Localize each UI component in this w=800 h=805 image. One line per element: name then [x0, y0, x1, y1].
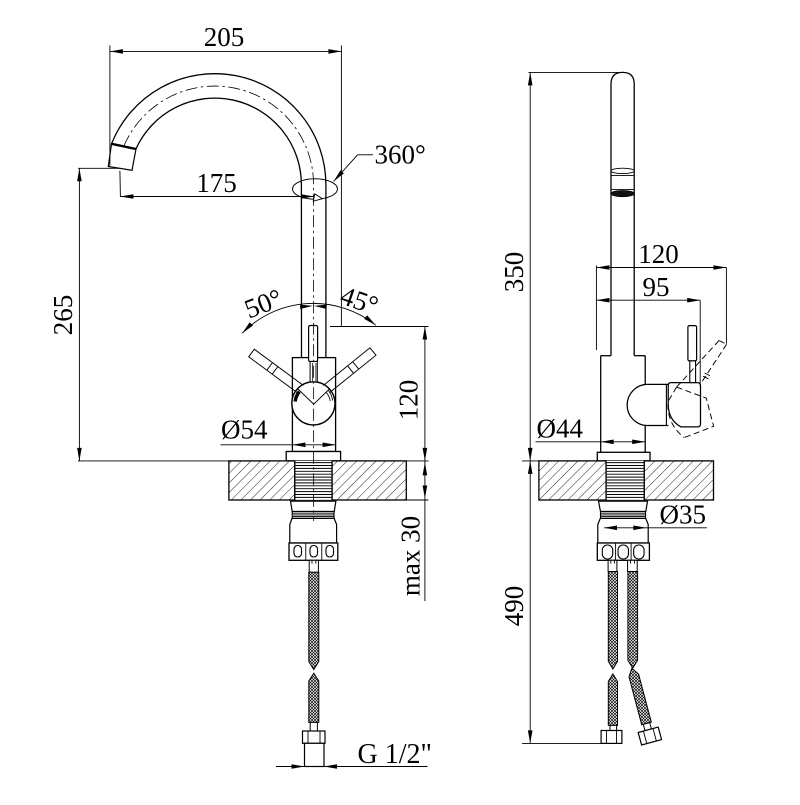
svg-text:360°: 360°: [375, 140, 426, 170]
svg-text:265: 265: [48, 295, 78, 336]
svg-text:Ø54: Ø54: [221, 415, 268, 445]
svg-text:490: 490: [499, 586, 529, 627]
svg-text:Ø44: Ø44: [537, 414, 584, 444]
svg-text:350: 350: [499, 252, 529, 293]
svg-text:120: 120: [394, 380, 424, 421]
svg-text:95: 95: [643, 272, 670, 302]
svg-text:max 30: max 30: [396, 516, 426, 596]
svg-text:Ø35: Ø35: [660, 500, 707, 530]
svg-text:175: 175: [196, 168, 237, 198]
svg-text:120: 120: [638, 239, 679, 269]
svg-text:G 1/2": G 1/2": [358, 739, 432, 770]
svg-text:205: 205: [204, 22, 245, 52]
